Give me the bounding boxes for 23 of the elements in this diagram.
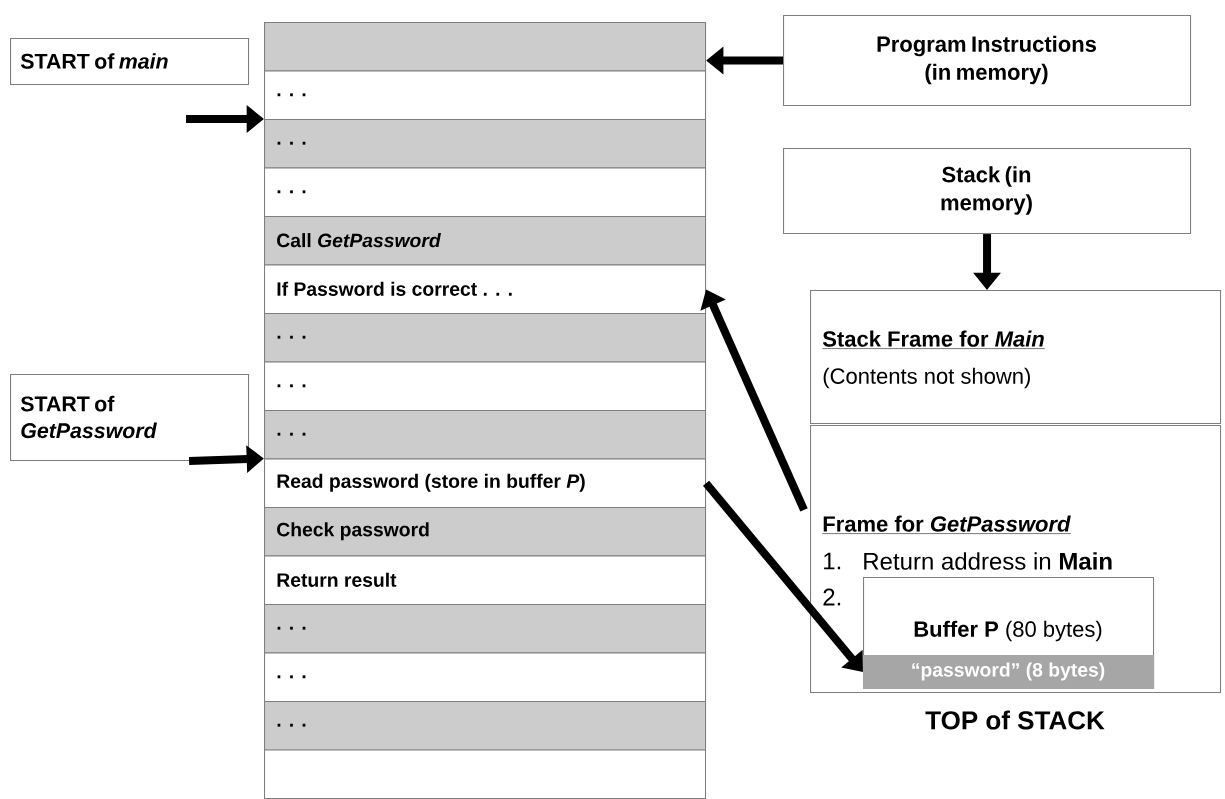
- memory-row: . . .: [264, 652, 707, 703]
- label-box: START of GetPassword: [10, 374, 250, 462]
- label-box: START of main: [10, 38, 250, 86]
- memory-row: . . .: [264, 70, 707, 121]
- arrow: [703, 480, 863, 672]
- memory-row: [264, 22, 707, 72]
- memory-row: If Password is correct . . .: [264, 264, 707, 315]
- memory-row: . . .: [264, 313, 707, 363]
- data-bar: “password” (8 bytes): [863, 655, 1155, 690]
- memory-row: [264, 749, 707, 799]
- memory-row: Check password: [264, 507, 707, 557]
- memory-row: . . .: [264, 119, 707, 169]
- stack-frame-box: Stack Frame for Main (Contents not shown): [810, 290, 1222, 425]
- memory-row: . . .: [264, 167, 707, 218]
- memory-row: Return result: [264, 555, 707, 606]
- memory-row: . . .: [264, 361, 707, 412]
- memory-box: Stack (in memory): [783, 148, 1192, 235]
- memory-row: Read password (store in buffer P): [264, 458, 707, 509]
- memory-row: . . .: [264, 604, 707, 654]
- memory-row: . . .: [264, 701, 707, 751]
- memory-box: Program Instructions (in memory): [783, 15, 1192, 107]
- memory-row: . . .: [264, 410, 707, 460]
- memory-row: Call GetPassword: [264, 216, 707, 266]
